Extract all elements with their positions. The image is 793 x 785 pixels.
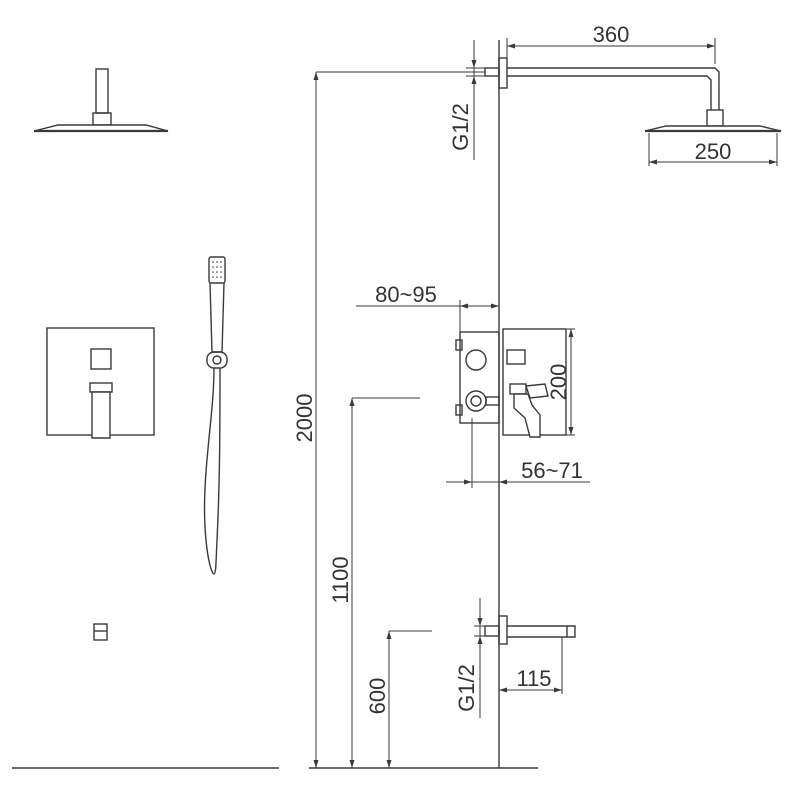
label-spout-height: 600 [365, 678, 390, 715]
dimension-valve-depth [356, 300, 499, 332]
dimension-spout-length [499, 637, 563, 694]
label-top-thread: G1/2 [448, 103, 473, 151]
label-total-height: 2000 [292, 394, 317, 443]
front-valve-plate [46, 327, 155, 439]
label-valve-depth: 80~95 [375, 282, 437, 307]
dimension-total-height [313, 71, 485, 768]
dimension-head-width [648, 133, 778, 166]
label-plate-height: 200 [546, 364, 571, 401]
dimension-bottom-thread [474, 598, 485, 718]
dimension-arm-length [506, 38, 716, 64]
dimension-handle-projection [446, 418, 590, 488]
side-concealed-valve [455, 328, 567, 438]
front-rain-shower-head [33, 68, 169, 133]
side-shower-arm [484, 57, 782, 133]
front-hand-shower [203, 256, 228, 575]
label-spout-length: 115 [516, 666, 551, 691]
label-handle-projection: 56~71 [521, 458, 583, 483]
dimension-spout-height [386, 630, 432, 768]
dimension-plate-height [566, 328, 575, 436]
dimension-top-thread [466, 40, 485, 160]
hand-shower-nozzles [212, 261, 222, 278]
dimension-valve-height [349, 397, 420, 768]
label-valve-height: 1100 [328, 556, 353, 603]
label-head-width: 250 [695, 139, 732, 164]
side-view: 360 250 G1/2 2000 80~95 200 56~71 1100 6… [292, 22, 782, 769]
side-bath-spout [484, 615, 576, 645]
label-arm-length: 360 [593, 22, 630, 47]
front-view [12, 68, 279, 769]
label-bottom-thread: G1/2 [454, 664, 479, 712]
front-bath-spout [93, 623, 108, 641]
